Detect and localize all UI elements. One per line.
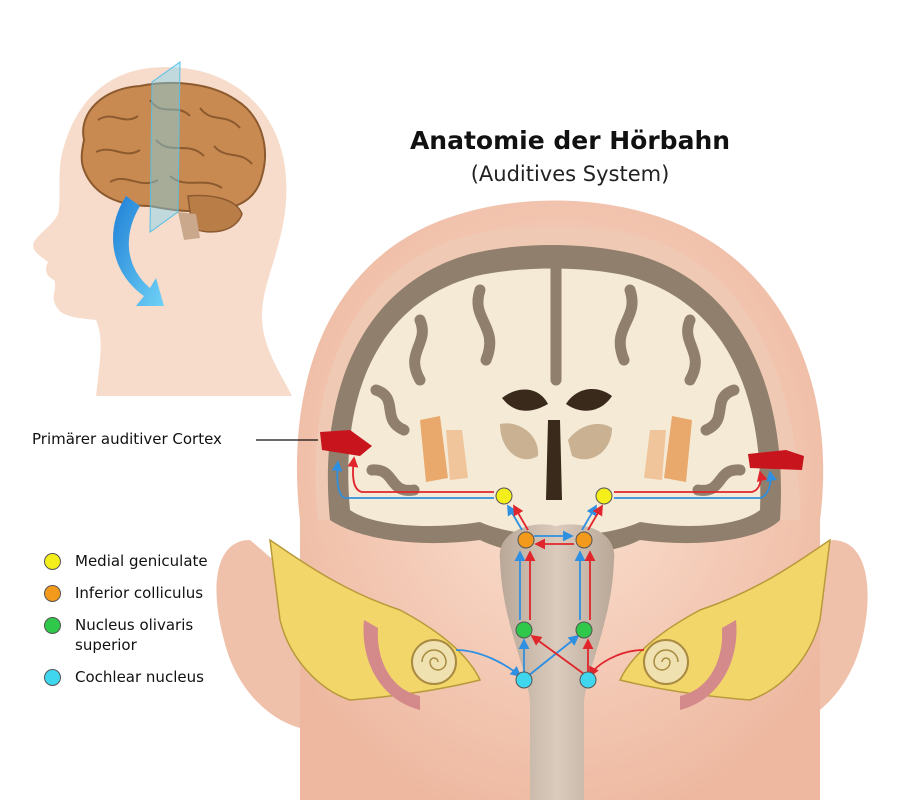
rotation-arrow-icon — [113, 196, 164, 306]
cochlear-nucleus-left — [515, 671, 533, 689]
nuclei — [495, 487, 613, 689]
legend-dot-medial-geniculate — [44, 553, 61, 570]
legend-label: Nucleus olivaris superior — [75, 616, 194, 654]
legend-item: Cochlear nucleus — [44, 667, 264, 687]
inferior-colliculus-right — [575, 531, 593, 549]
legend-item: Nucleus olivaris superior — [44, 615, 264, 655]
page-title: Anatomie der Hörbahn — [409, 126, 731, 155]
section-plane — [149, 61, 181, 233]
medial-geniculate-left — [495, 487, 513, 505]
legend-label: Inferior colliculus — [75, 584, 204, 602]
legend-label: Cochlear nucleus — [75, 668, 204, 686]
olivary-nucleus-right — [575, 621, 593, 639]
brainstem — [499, 524, 615, 800]
legend-dot-cochlear-nucleus — [44, 669, 61, 686]
legend-item: Inferior colliculus — [44, 583, 264, 603]
small-brainstem — [178, 212, 200, 240]
inferior-colliculus-left — [517, 531, 535, 549]
cerebellum — [187, 194, 243, 233]
olivary-nucleus-left — [515, 621, 533, 639]
auditory-pathways — [331, 456, 777, 678]
cochlear-nucleus-right — [579, 671, 597, 689]
cochlea-left — [411, 639, 457, 685]
legend-item: Medial geniculate — [44, 551, 264, 571]
legend: Medial geniculate Inferior colliculus Nu… — [44, 551, 264, 699]
medial-geniculate-right — [595, 487, 613, 505]
head-profile-inset — [33, 61, 292, 396]
page-subtitle: (Auditives System) — [470, 162, 670, 186]
cochlea-right — [643, 639, 689, 685]
auditory-cortex-left — [320, 430, 372, 456]
legend-dot-olivary-nucleus — [44, 617, 61, 634]
legend-label: Medial geniculate — [75, 552, 208, 570]
auditory-cortex-right — [748, 450, 804, 470]
legend-dot-inferior-colliculus — [44, 585, 61, 602]
cortex-label: Primärer auditiver Cortex — [32, 430, 222, 448]
coronal-head — [216, 200, 868, 800]
